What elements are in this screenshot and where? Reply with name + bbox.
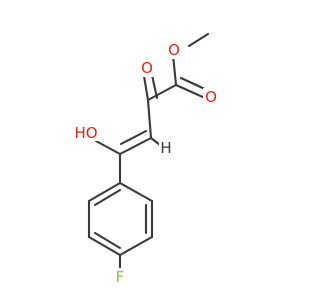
atom-fluorine: F [116, 268, 125, 286]
atom-carbonyl-oxygen: O [205, 88, 217, 106]
bond-carbonyl-c-ketone-c [146, 83, 178, 102]
ring-bond-6 [87, 181, 122, 203]
bond-enol-c-oh [94, 139, 122, 156]
bond-ketone-double-1 [142, 74, 150, 102]
ring-inner-bond-3 [93, 188, 122, 207]
atom-enol-hydroxyl: HO [74, 124, 97, 142]
atom-ketone-oxygen: O [141, 59, 153, 77]
bond-ester-o-carbonyl-c [171, 53, 178, 87]
bond-ketone-double-2 [150, 73, 159, 100]
bond-ketone-c-vinyl-c [146, 98, 153, 140]
ring-bond-3 [118, 235, 154, 257]
bond-carbonyl-double-2 [179, 76, 209, 92]
atom-vinyl-hydrogen: H [160, 139, 171, 157]
bond-methyl-ester-o [187, 32, 210, 48]
ring-inner-bond-2 [93, 231, 122, 250]
atom-ester-oxygen: O [168, 41, 180, 59]
bond-vinyl-h [149, 136, 162, 147]
bond-enol-double-2 [119, 129, 148, 146]
bond-carbonyl-double-1 [174, 83, 207, 100]
molecule-diagram: O O O HO H F [74, 32, 217, 286]
ring-bond-4 [87, 235, 122, 257]
bond-enol-double-1 [118, 136, 153, 156]
ring-bond-1 [118, 181, 154, 203]
structure-canvas: O O O HO H F [74, 32, 217, 286]
